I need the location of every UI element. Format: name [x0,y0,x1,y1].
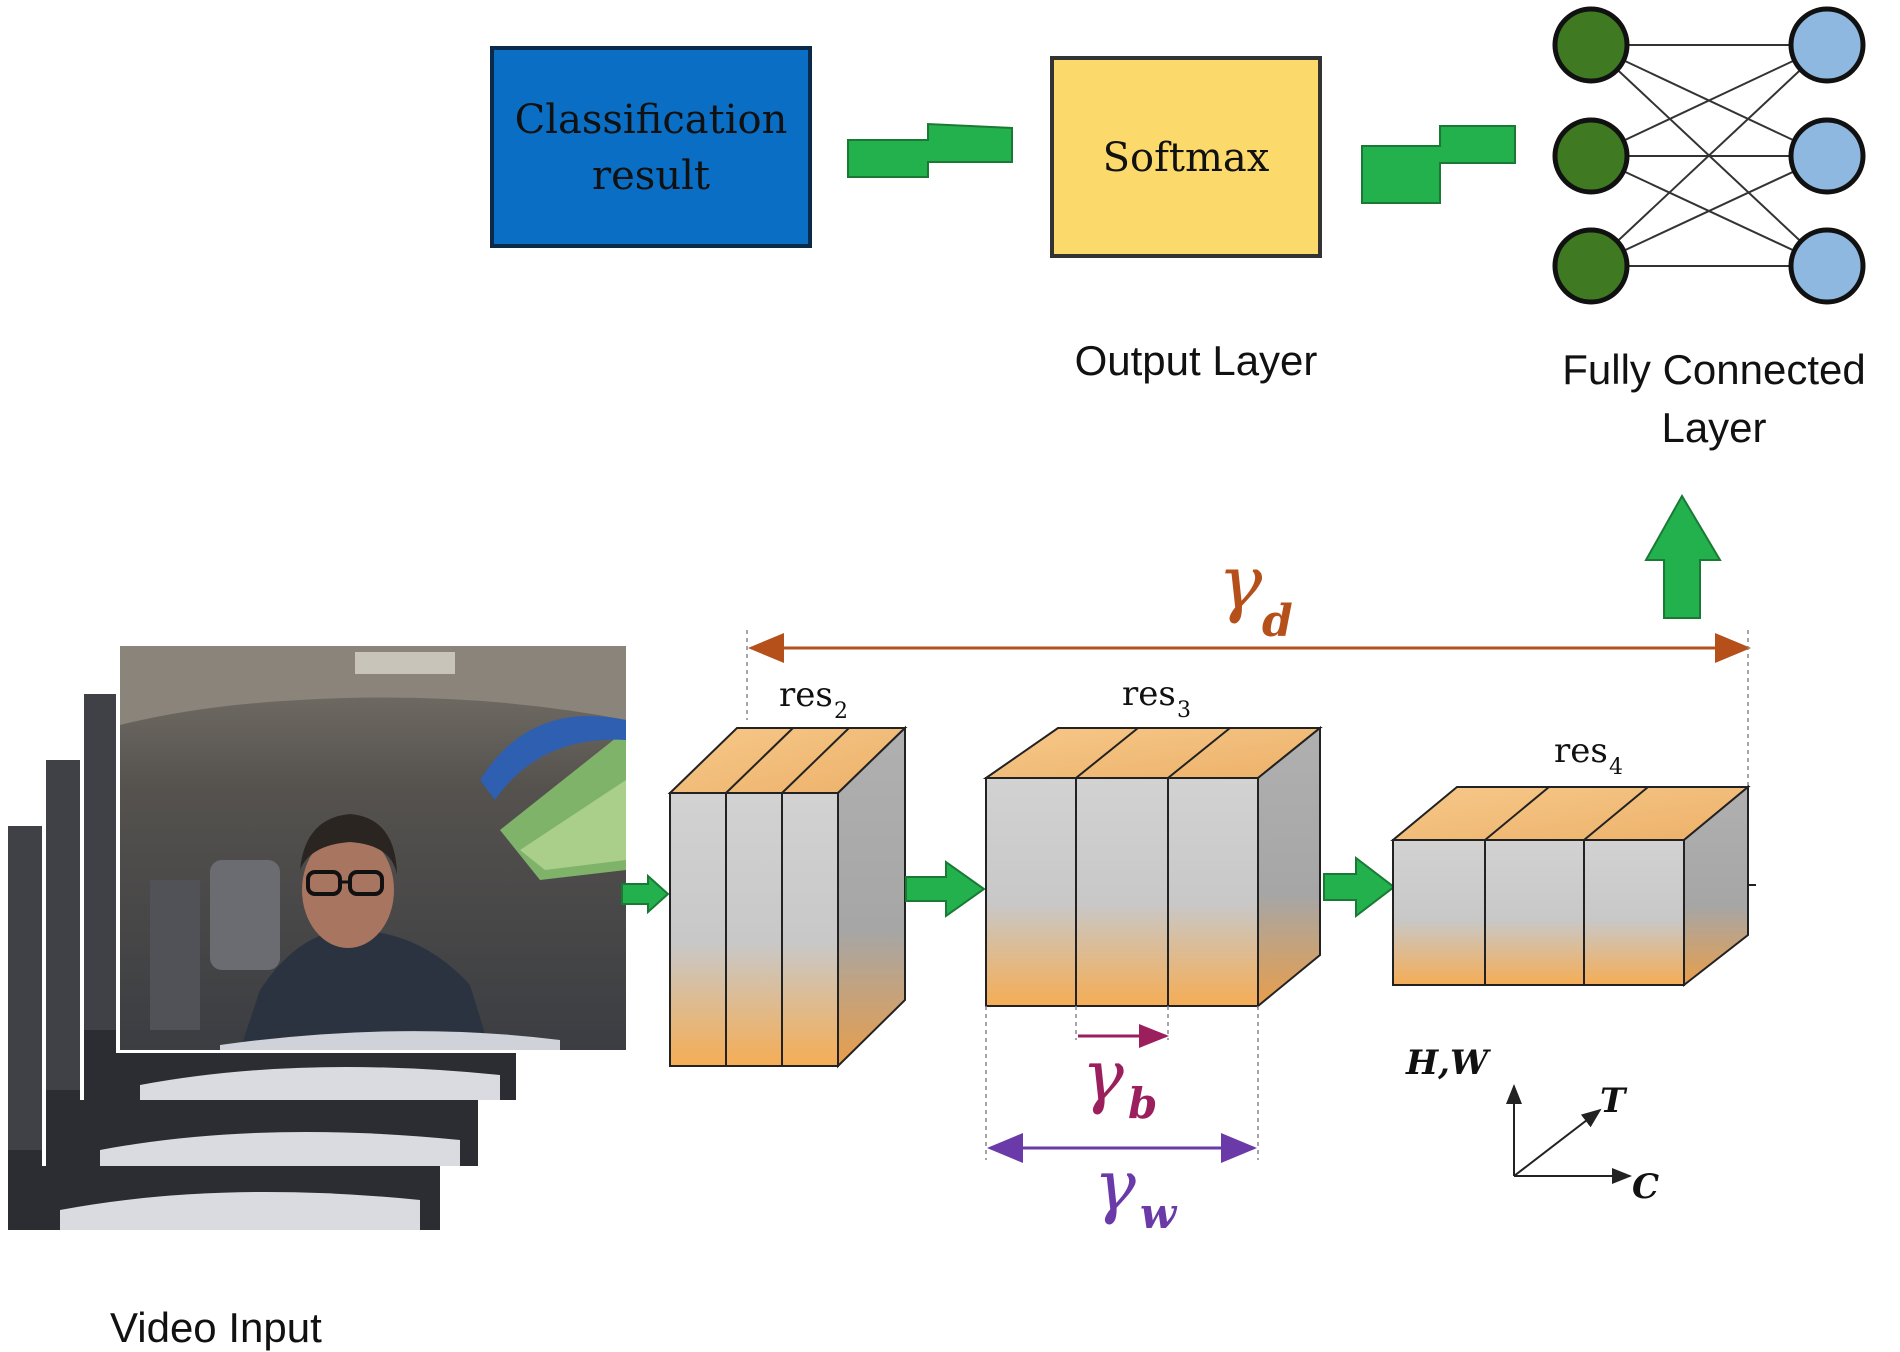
arrow-softmax-to-classification [847,122,1013,178]
arrow-res2-to-res3 [905,860,986,918]
axis-label-c: C [1632,1167,1659,1207]
fc-caption-line2: Layer [1661,404,1766,451]
fc-node-left-3 [1552,227,1630,305]
fc-node-left-2 [1552,117,1630,195]
softmax-label: Softmax [1103,135,1270,181]
arrow-res3-to-res4 [1323,855,1396,919]
gamma-d-subscript: d [1262,596,1293,647]
fc-node-right-2 [1788,117,1866,195]
res3-block: res 3 [982,674,1323,1009]
axis-label-hw: H,W [1405,1043,1491,1083]
fully-connected-network [1552,6,1866,305]
res3-slice-1 [985,777,1077,1007]
gamma-w-subscript: w [1140,1189,1178,1238]
res3-slice-3 [1167,777,1259,1007]
arrow-video-to-res2 [621,873,670,915]
res4-block: res 4 [1390,731,1756,988]
res3-slice-2 [1075,777,1169,1007]
gamma-w-symbol: γ [1094,1145,1136,1227]
res2-slice-3 [781,792,839,1067]
depth-dimension: γ d [746,540,1751,790]
bottleneck-dimension: γ b [1075,1006,1169,1128]
res4-slice-3 [1583,839,1685,986]
res2-block: res 2 [667,675,908,1069]
axes-legend: H,W T C [1405,1043,1659,1207]
res3-label: res [1122,674,1176,714]
fc-node-left-1 [1552,6,1630,84]
res2-slice-1 [669,792,727,1067]
video-input-caption: Video Input [110,1304,322,1351]
classification-label-line2: result [592,153,710,199]
gamma-b-symbol: γ [1082,1035,1124,1117]
res4-subscript: 4 [1609,755,1623,780]
classification-block: Classification result [490,46,812,248]
arrow-up-to-fc [1644,494,1722,619]
res4-slice-1 [1392,839,1486,986]
res3-subscript: 3 [1177,698,1191,723]
video-input-frames [4,643,628,1232]
axis-label-t: T [1600,1081,1628,1121]
width-dimension: γ w [985,1006,1259,1238]
res4-label: res [1554,731,1608,771]
fc-caption-line1: Fully Connected [1562,346,1866,393]
classification-label-line1: Classification [515,97,788,143]
gamma-d-symbol: γ [1218,540,1263,626]
arrow-fc-to-softmax [1361,125,1516,204]
res2-slice-2 [725,792,783,1067]
video-frame-1 [116,643,628,1053]
fc-node-right-3 [1788,227,1866,305]
res2-subscript: 2 [834,699,848,724]
res2-label: res [779,675,833,715]
output-layer-caption: Output Layer [1075,337,1318,384]
res3-side [1257,725,1321,1009]
fc-node-right-1 [1788,6,1866,84]
gamma-b-subscript: b [1128,1079,1157,1128]
softmax-block: Softmax [1050,56,1322,258]
res4-slice-2 [1484,839,1585,986]
